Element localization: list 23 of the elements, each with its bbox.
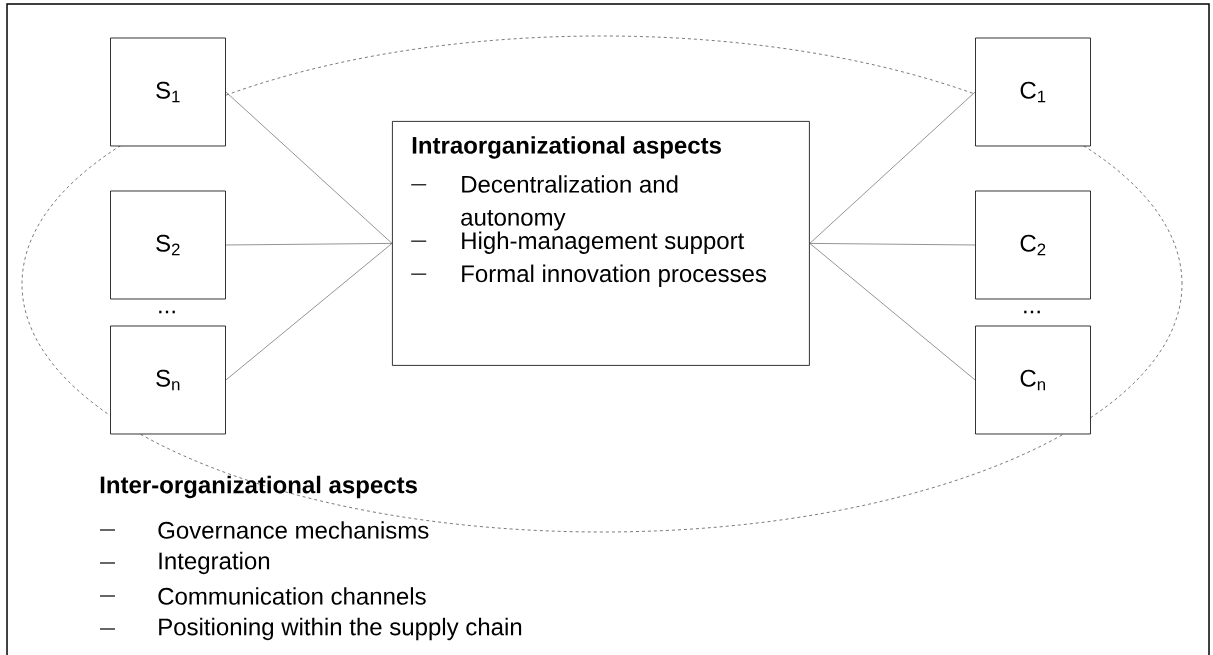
item-text: High-management support xyxy=(462,231,745,254)
box: S$_{n}$ xyxy=(110,325,226,435)
ellipsis: ... xyxy=(1024,310,1040,314)
connector-line xyxy=(225,91,393,244)
box: C$_{1}$ xyxy=(975,37,1091,147)
item-text: Decentralization and autonomy xyxy=(461,175,678,231)
box: S$_{1}$ xyxy=(110,37,226,147)
item-text: Communication channels xyxy=(158,587,426,605)
heading: Intraorganizational aspects xyxy=(412,136,721,159)
connector-line xyxy=(809,243,976,381)
ellipsis: ... xyxy=(159,310,175,314)
connector-line xyxy=(809,243,976,246)
item-text: Positioning within the supply chain xyxy=(159,617,522,641)
connector-line xyxy=(225,243,393,381)
connector-line xyxy=(225,243,393,246)
heading: Inter-organizational aspects xyxy=(100,475,417,499)
item-text: Formal innovation processes xyxy=(462,264,767,287)
item-text: Integration xyxy=(159,551,270,575)
item-text: Governance mechanisms xyxy=(158,521,429,539)
box: S$_{2}$ xyxy=(110,190,226,300)
text-box xyxy=(392,121,810,366)
box: C$_{n}$ xyxy=(975,325,1091,435)
box: C$_{2}$ xyxy=(975,190,1091,300)
